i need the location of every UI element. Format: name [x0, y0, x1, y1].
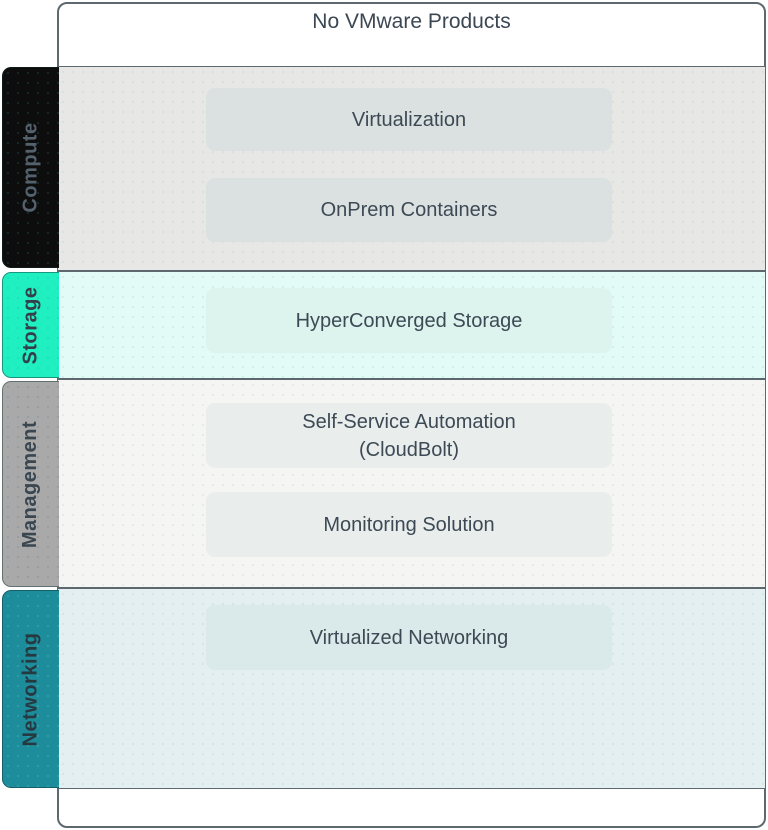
networking-lane: Virtualized Networking [57, 588, 766, 789]
storage-lane-tab: Storage [2, 272, 59, 378]
networking-lane-label: Networking [19, 632, 42, 746]
diagram-title: No VMware Products [312, 10, 511, 33]
hyperconverged-storage-box: HyperConverged Storage [206, 288, 612, 353]
self-service-automation-label: Self-Service Automation (CloudBolt) [302, 410, 516, 461]
virtualized-networking-label: Virtualized Networking [309, 626, 509, 649]
self-service-automation-box: Self-Service Automation (CloudBolt) [206, 403, 612, 468]
monitoring-solution-label: Monitoring Solution [323, 513, 495, 536]
monitoring-solution-box: Monitoring Solution [206, 492, 612, 557]
virtualized-networking-box: Virtualized Networking [206, 605, 612, 670]
hyperconverged-storage-label: HyperConverged Storage [295, 309, 523, 332]
compute-lane: Virtualization OnPrem Containers [57, 66, 766, 271]
compute-lane-tab: Compute [2, 67, 59, 268]
management-lane-tab: Management [2, 381, 59, 587]
onprem-containers-box: OnPrem Containers [206, 178, 612, 242]
networking-lane-tab: Networking [2, 590, 59, 788]
onprem-containers-label: OnPrem Containers [320, 199, 498, 221]
storage-lane-label: Storage [19, 286, 42, 364]
virtualization-label: Virtualization [351, 108, 467, 131]
storage-lane: HyperConverged Storage [57, 271, 766, 379]
management-lane-label: Management [19, 420, 42, 548]
management-lane: Self-Service Automation (CloudBolt) Moni… [57, 379, 766, 588]
compute-lane-label: Compute [19, 122, 42, 213]
virtualization-box: Virtualization [206, 88, 612, 151]
